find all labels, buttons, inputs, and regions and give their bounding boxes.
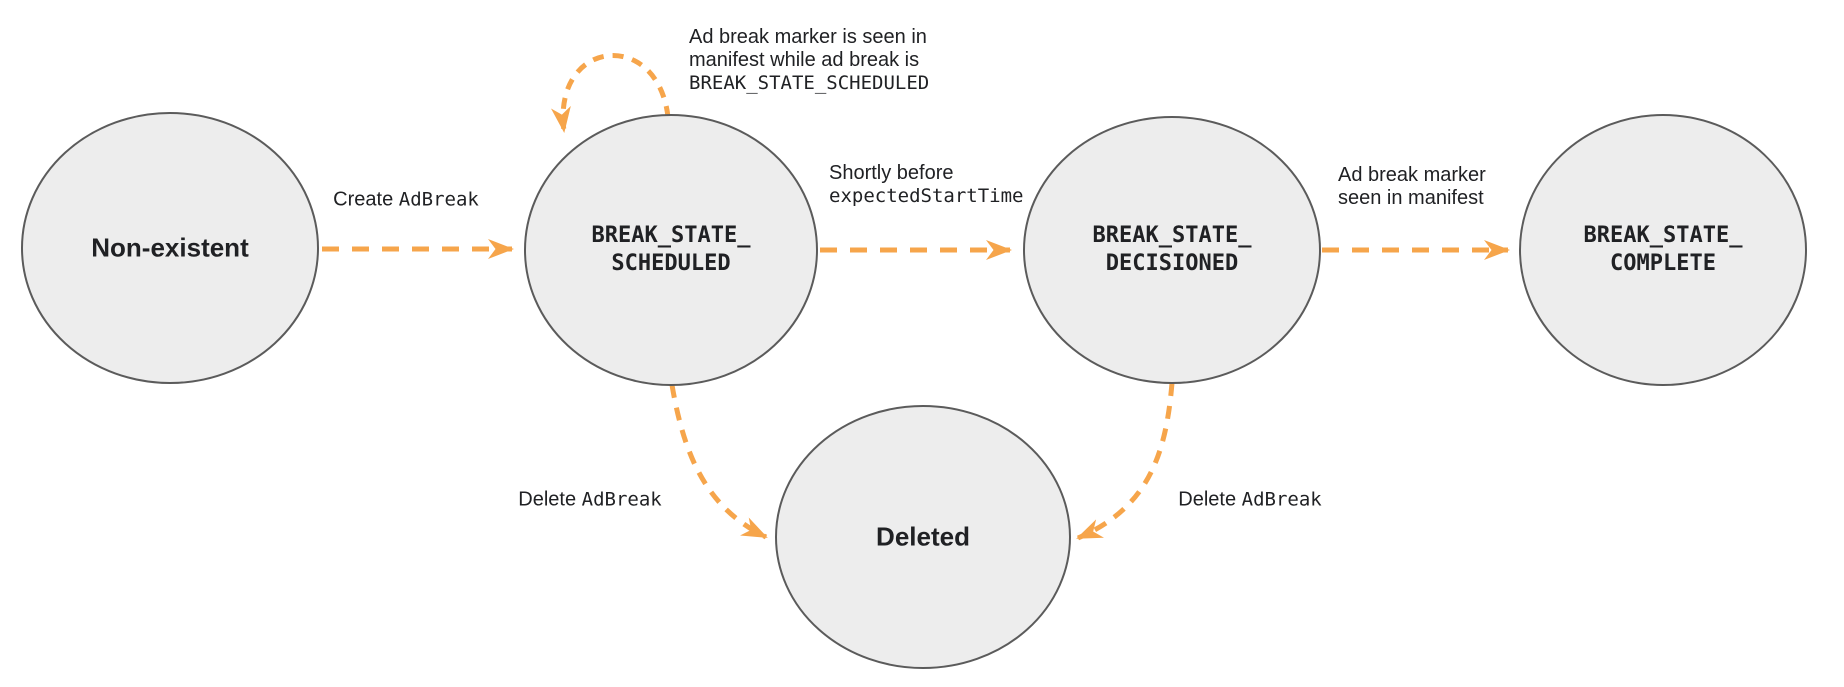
transition-label-code: AdBreak <box>581 488 662 511</box>
transition-label-text: seen in manifest <box>1338 187 1484 209</box>
transition-label-text: Delete <box>518 488 582 511</box>
transition-label-to-complete: Ad break marker seen in manifest <box>1338 164 1486 210</box>
state-label-non-existent: Non-existent <box>91 232 249 263</box>
state-label-break-state-decisioned: BREAK_STATE_ DECISIONED <box>1093 222 1252 278</box>
transition-label-delete-from-scheduled: Delete AdBreak <box>518 489 661 512</box>
transition-label-text: manifest while ad break is <box>689 49 920 71</box>
transition-label-to-decisioned: Shortly before expectedStartTime <box>829 162 1023 208</box>
transition-label-code: AdBreak <box>1241 488 1322 511</box>
state-node-break-state-complete <box>1519 114 1807 386</box>
state-label-line: DECISIONED <box>1105 251 1239 276</box>
state-node-deleted <box>775 405 1071 669</box>
state-label-line: COMPLETE <box>1610 251 1716 276</box>
transition-delete-from-scheduled-arrow <box>669 384 768 540</box>
state-label-break-state-scheduled: BREAK_STATE_ SCHEDULED <box>592 222 751 278</box>
transition-label-delete-from-decisioned: Delete AdBreak <box>1178 489 1321 512</box>
state-label-line: BREAK_STATE_ <box>1583 223 1743 248</box>
state-label-break-state-complete: BREAK_STATE_ COMPLETE <box>1584 222 1743 278</box>
state-label-line: SCHEDULED <box>611 251 731 276</box>
transition-label-code: expectedStartTime <box>829 185 1024 207</box>
state-label-line: BREAK_STATE_ <box>1092 223 1252 248</box>
transition-label-create-adbreak: Create AdBreak <box>333 189 479 212</box>
state-label-deleted: Deleted <box>876 521 970 552</box>
state-node-non-existent <box>21 112 319 384</box>
transition-label-self-loop: Ad break marker is seen in manifest whil… <box>689 26 929 95</box>
transition-label-text: Delete <box>1178 488 1242 511</box>
transition-delete-from-decisioned-arrow <box>1076 382 1175 541</box>
transition-label-text: Create <box>333 188 399 211</box>
transition-label-code: BREAK_STATE_SCHEDULED <box>689 72 930 94</box>
transition-label-code: AdBreak <box>398 188 479 211</box>
state-node-break-state-scheduled <box>524 114 818 386</box>
transition-label-text: Ad break marker <box>1338 164 1486 186</box>
transition-label-text: Shortly before <box>829 162 954 184</box>
state-label-line: BREAK_STATE_ <box>591 223 751 248</box>
transition-label-text: Ad break marker is seen in <box>689 26 927 48</box>
transition-self-loop-arrow <box>551 53 671 133</box>
state-node-break-state-decisioned <box>1023 116 1321 384</box>
